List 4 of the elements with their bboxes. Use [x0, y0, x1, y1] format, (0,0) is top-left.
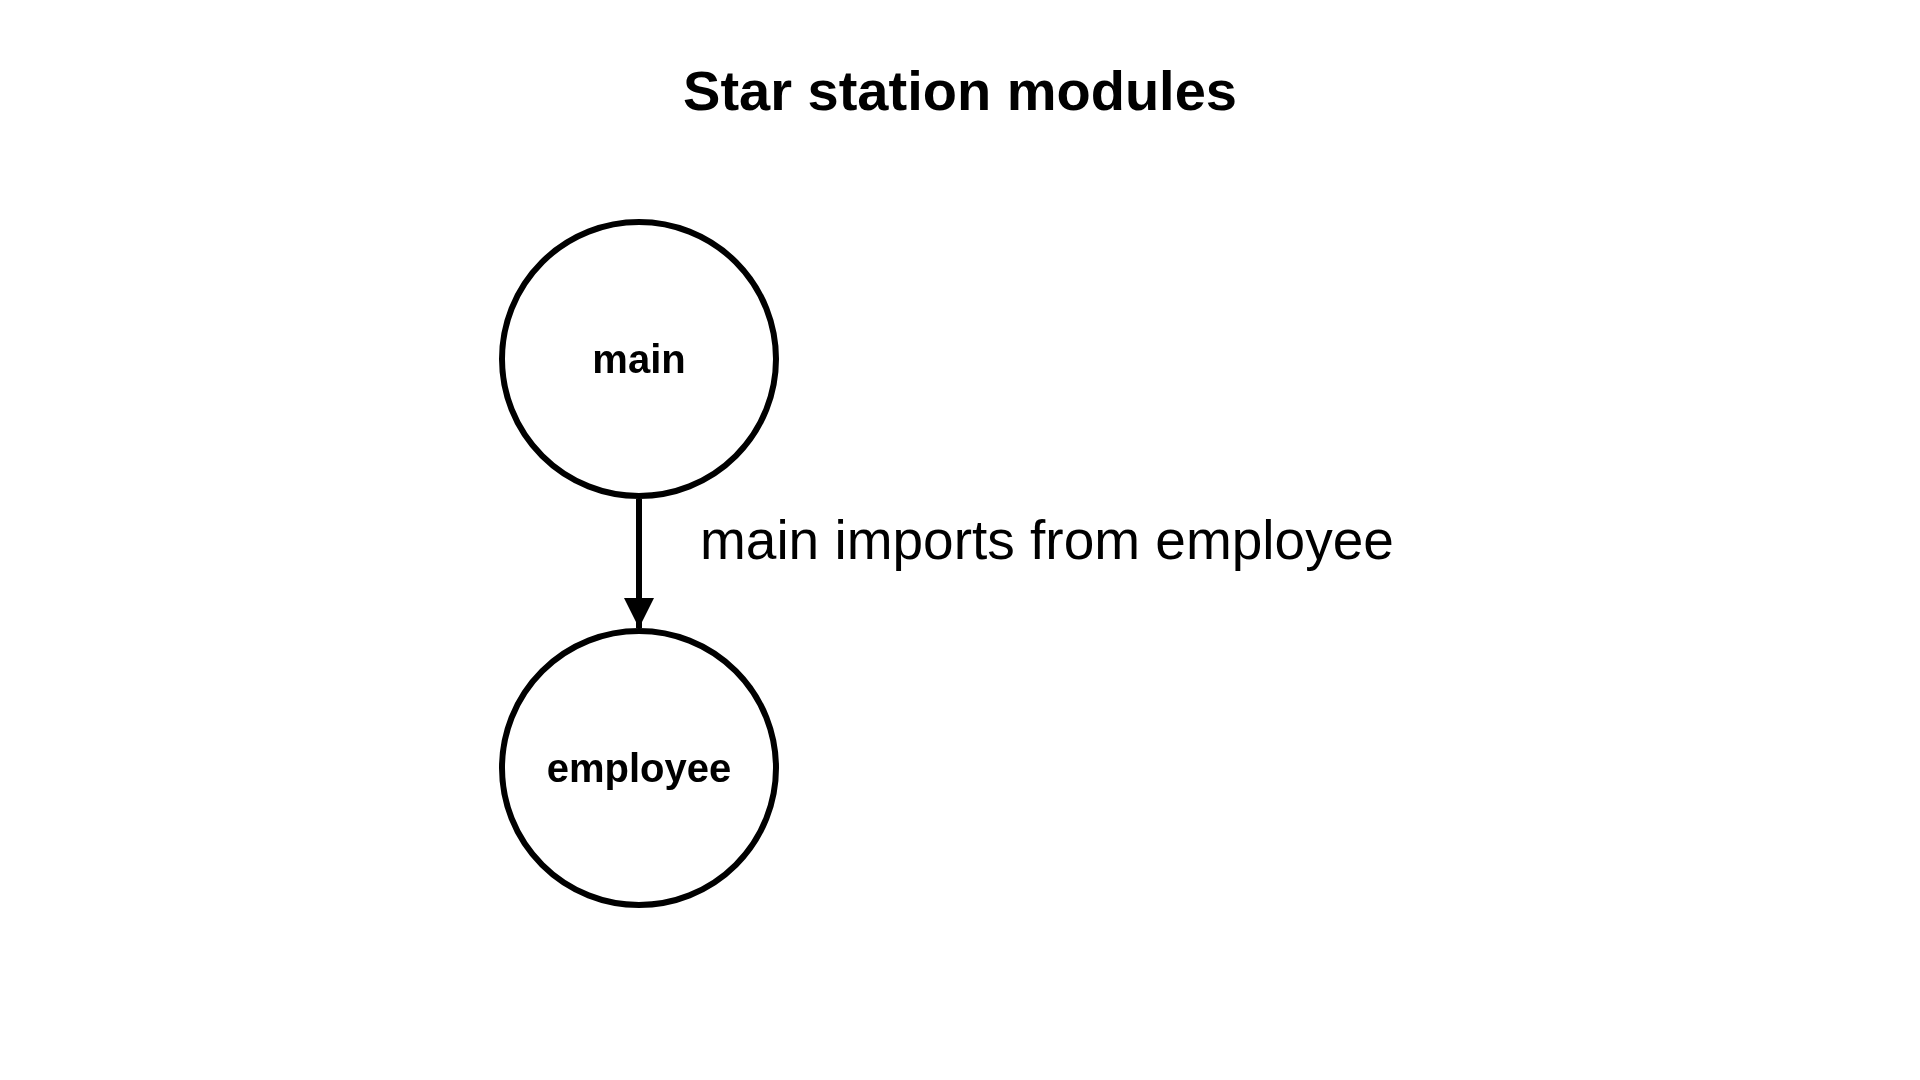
node-label: employee	[546, 745, 732, 791]
node-label: main	[592, 336, 686, 382]
arrow	[624, 499, 654, 628]
diagram-title: Star station modules	[683, 58, 1237, 123]
